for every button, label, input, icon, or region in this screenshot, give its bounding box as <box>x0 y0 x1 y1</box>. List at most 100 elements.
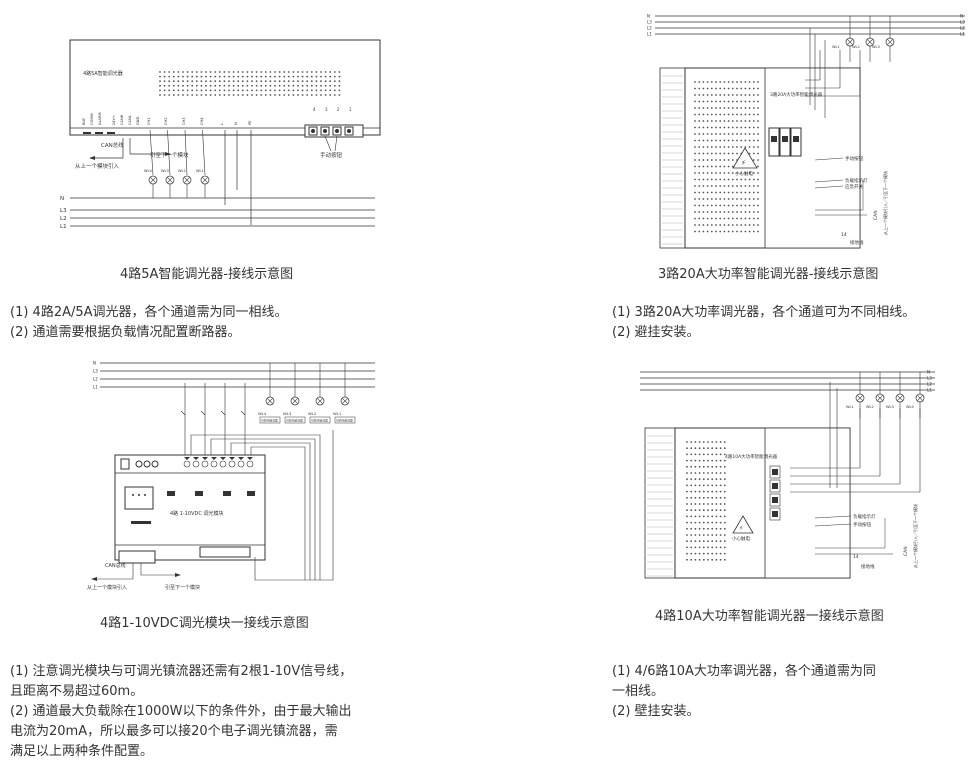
vent-dot <box>710 217 713 220</box>
vent-dot <box>218 71 221 73</box>
vent-dot <box>301 89 304 92</box>
vent-dot <box>715 465 718 468</box>
vent-dot <box>228 94 230 96</box>
vent-dot <box>707 465 709 468</box>
vent-dot <box>690 447 693 450</box>
vent-dot <box>241 80 244 83</box>
vent-dot <box>264 75 267 78</box>
caption-4: 4路10A大功率智能调光器一接线示意图 <box>655 609 884 624</box>
vent-dot <box>727 87 730 90</box>
vent-dot <box>723 527 726 530</box>
vent-dot <box>698 107 701 109</box>
vent-dot <box>719 552 722 555</box>
vent-dot <box>719 453 722 456</box>
vent-dot <box>301 84 304 87</box>
vent-dot <box>744 133 747 135</box>
vent-dot <box>241 75 244 78</box>
vent-dot <box>686 484 688 487</box>
vent-dot <box>731 100 734 103</box>
vent-dot <box>723 230 726 233</box>
vent-dot <box>719 139 722 142</box>
vent-dot <box>719 159 722 161</box>
vent-dot <box>707 534 709 536</box>
note-4-2: 一相线。 <box>612 684 665 699</box>
vent-dot <box>752 185 755 187</box>
vent-dot <box>731 211 734 213</box>
vent-dot <box>752 211 755 213</box>
vent-dot <box>757 139 759 142</box>
vent-dot <box>694 107 696 109</box>
vent-dot <box>744 126 747 129</box>
vent-dot <box>706 165 709 168</box>
vent-dot <box>274 84 276 87</box>
vent-dot <box>731 191 734 194</box>
notes-1: (1) 4路2A/5A调光器，各个通道需为同一相线。 (2) 通道需要根据负载情… <box>10 303 288 343</box>
breaker-toggle <box>772 497 778 503</box>
vent-dot <box>715 515 718 518</box>
breaker-wiring <box>180 383 321 580</box>
vent-dot <box>260 80 263 83</box>
vent-dot <box>740 178 743 181</box>
note-3-2: 且距离不易超过60m。 <box>10 684 144 699</box>
vent-dot <box>706 185 709 187</box>
vent-dot <box>723 496 726 499</box>
vent-dot <box>329 75 332 78</box>
vent-dot <box>707 447 709 450</box>
vent-dot <box>727 159 730 161</box>
vent-dot <box>320 80 322 83</box>
vent-dot <box>707 496 709 499</box>
vent-dot <box>698 152 701 155</box>
vent-dot <box>740 191 743 194</box>
note-4-3: (2) 壁挂安装。 <box>612 704 700 719</box>
vent-dot <box>241 89 244 92</box>
vent-dot <box>274 71 276 73</box>
vent-dot <box>690 478 693 481</box>
vent-dot <box>297 71 299 73</box>
vent-dot <box>715 139 717 142</box>
vent-dot <box>702 472 705 474</box>
vent-dot <box>690 509 693 512</box>
vent-dot <box>719 558 722 561</box>
vent-dot <box>228 71 230 73</box>
vent-dot <box>727 172 730 174</box>
vent-dot <box>223 80 226 83</box>
side-label: 从上一个模块引入／引至下一个模块 <box>912 504 918 568</box>
vent-dot <box>707 527 709 530</box>
vent-dot <box>702 459 705 462</box>
vent-dot <box>306 84 309 87</box>
vent-dot <box>710 87 713 90</box>
vent-dot <box>736 224 738 226</box>
vent-dot <box>731 217 734 220</box>
vent-dot <box>255 94 258 96</box>
vent-dot <box>698 172 701 174</box>
vent-dot <box>702 152 705 155</box>
vent-dot <box>706 139 709 142</box>
vent-dot <box>338 84 341 87</box>
vent-dot <box>292 71 295 73</box>
vent-dot <box>205 71 207 73</box>
vent-dot <box>707 472 709 474</box>
lamp-label: WL1 <box>196 169 204 173</box>
vent-dot <box>260 71 263 73</box>
vent-dot <box>690 546 693 549</box>
vent-dot <box>710 107 713 109</box>
vent-dot <box>228 89 230 92</box>
vent-dot <box>748 126 751 129</box>
vent-dot <box>748 107 751 109</box>
vent-dot <box>752 224 755 226</box>
vent-dot <box>740 133 743 135</box>
vent-dot <box>310 75 313 78</box>
vent-dot <box>752 191 755 194</box>
vent-dot <box>757 133 759 135</box>
vent-dot <box>702 521 705 524</box>
breaker-toggle <box>772 511 778 517</box>
side-label: 从上一个模块引入／引至下一个模块 <box>882 171 888 235</box>
vent-dot <box>320 94 322 96</box>
line-label: L2 <box>60 216 67 222</box>
vent-dot <box>715 204 717 207</box>
vent-dot <box>744 230 747 233</box>
vent-dot <box>301 75 304 78</box>
vent-dot <box>719 185 722 187</box>
vent-dot <box>686 558 688 561</box>
